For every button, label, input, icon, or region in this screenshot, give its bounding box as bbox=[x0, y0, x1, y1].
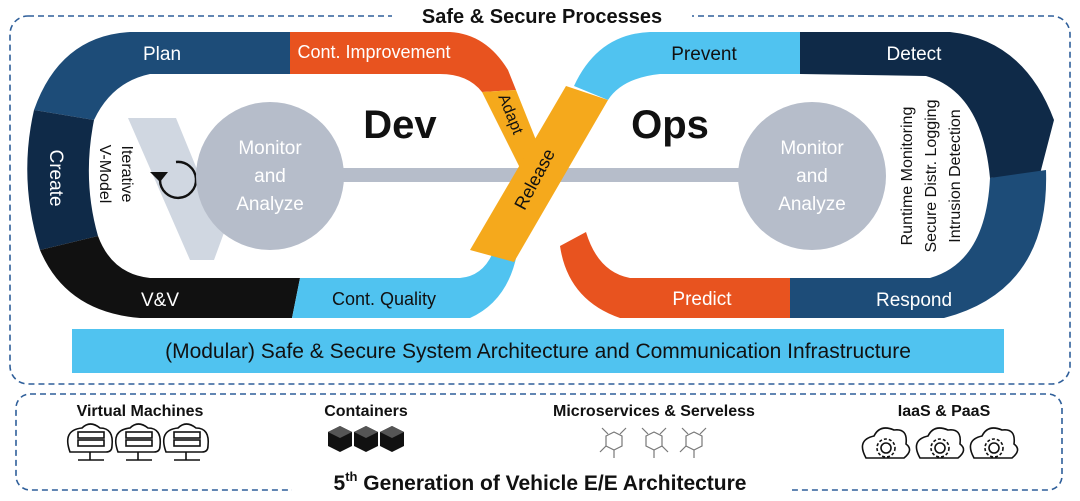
ops-monitor-line3: Analyze bbox=[778, 194, 846, 215]
cloud-gear-icon bbox=[969, 427, 1019, 459]
microservices-label: Microservices & Serveless bbox=[553, 403, 755, 420]
vv-label: V&V bbox=[141, 290, 179, 311]
vmodel-label: V-Model bbox=[96, 145, 113, 204]
microservice-network-icon bbox=[599, 427, 627, 458]
ops-monitor-circle bbox=[738, 102, 886, 250]
bottom-title-backdrop bbox=[292, 468, 792, 498]
intrusion-detection-label: Intrusion Detection bbox=[947, 109, 964, 242]
release-segment bbox=[470, 86, 608, 262]
ops-label: Ops bbox=[631, 103, 709, 147]
cloud-gear-icon bbox=[861, 427, 911, 459]
cont-improvement-segment bbox=[290, 32, 516, 92]
cont-quality-label: Cont. Quality bbox=[332, 289, 436, 309]
iteration-arrowhead-icon bbox=[150, 172, 168, 182]
dev-label: Dev bbox=[363, 103, 437, 147]
architecture-banner-text: (Modular) Safe & Secure System Architect… bbox=[165, 340, 911, 363]
dev-monitor-line1: Monitor bbox=[238, 138, 302, 159]
predict-segment bbox=[560, 232, 790, 318]
secure-logging-label: Secure Distr. Logging bbox=[923, 100, 940, 253]
vehicle-architecture-frame bbox=[15, 393, 1063, 491]
container-cube-icon bbox=[328, 426, 352, 452]
container-cube-icon bbox=[354, 426, 378, 452]
ops-loop bbox=[560, 32, 1054, 318]
architecture-banner bbox=[72, 329, 1004, 373]
iterative-label: Iterative bbox=[118, 146, 135, 203]
dev-monitor-line2: and bbox=[254, 166, 286, 187]
prevent-segment bbox=[574, 32, 800, 100]
adapt-segment bbox=[482, 90, 540, 172]
virtual-machines-label: Virtual Machines bbox=[77, 403, 204, 420]
runtime-monitoring-label: Runtime Monitoring bbox=[899, 107, 916, 246]
plan-label: Plan bbox=[143, 44, 181, 65]
create-segment bbox=[27, 110, 99, 250]
prevent-label: Prevent bbox=[671, 44, 737, 65]
cloud-gear-icon bbox=[915, 427, 965, 459]
microservice-network-icon bbox=[641, 427, 669, 458]
cont-improvement-label: Cont. Improvement bbox=[297, 42, 450, 62]
bottom-title: 5th Generation of Vehicle E/E Architectu… bbox=[334, 469, 747, 495]
create-label: Create bbox=[45, 149, 66, 206]
containers-label: Containers bbox=[324, 403, 408, 420]
ops-monitor-line2: and bbox=[796, 166, 828, 187]
detect-segment bbox=[800, 32, 1054, 178]
iaas-paas-label: IaaS & PaaS bbox=[898, 403, 991, 420]
server-cloud-icon bbox=[66, 423, 114, 461]
dev-loop bbox=[27, 32, 540, 318]
iteration-arrow-icon bbox=[158, 160, 198, 200]
top-title: Safe & Secure Processes bbox=[422, 6, 662, 28]
respond-label: Respond bbox=[876, 290, 952, 311]
v-model-shape bbox=[128, 118, 266, 260]
server-cloud-icon bbox=[162, 423, 210, 461]
dev-monitor-line3: Analyze bbox=[236, 194, 304, 215]
ops-monitor-line1: Monitor bbox=[780, 138, 844, 159]
predict-label: Predict bbox=[672, 289, 732, 310]
respond-segment bbox=[790, 170, 1047, 318]
vv-segment bbox=[40, 236, 300, 318]
plan-segment bbox=[34, 32, 290, 120]
detect-label: Detect bbox=[887, 44, 943, 65]
container-cube-icon bbox=[380, 426, 404, 452]
dev-monitor-circle bbox=[196, 102, 344, 250]
server-cloud-icon bbox=[114, 423, 162, 461]
microservice-network-icon bbox=[679, 427, 707, 458]
title-backdrop bbox=[392, 3, 692, 29]
cont-quality-segment bbox=[292, 248, 518, 318]
